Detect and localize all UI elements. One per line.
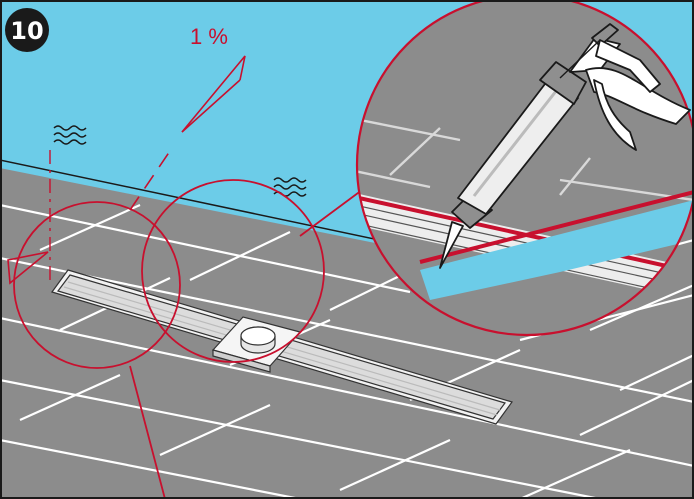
leader-line-bottom <box>129 365 166 498</box>
step-badge: 10 <box>5 8 49 52</box>
caulking-gun-icon <box>439 23 691 269</box>
wavy-lines-icon <box>53 125 87 145</box>
slope-indicator <box>7 55 246 285</box>
magnify-circle <box>355 1 693 337</box>
step-number: 10 <box>10 17 43 45</box>
slope-label: 1 % <box>190 24 228 49</box>
leader-line-upper <box>299 189 363 237</box>
detail-circle-left <box>13 201 181 369</box>
detail-circle-middle <box>141 179 325 363</box>
